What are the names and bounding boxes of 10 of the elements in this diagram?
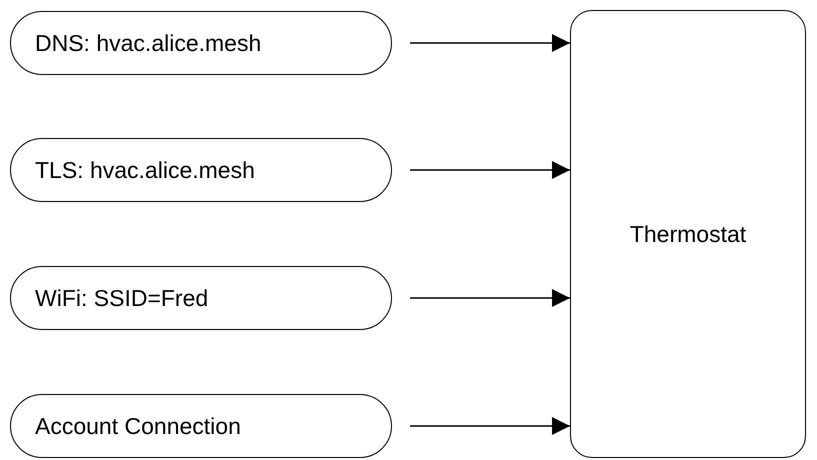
arrow [410, 289, 570, 307]
node-label: Thermostat [630, 220, 746, 248]
arrow [410, 417, 570, 435]
process-box [570, 10, 806, 458]
arrow [410, 34, 570, 52]
node-label: DNS: hvac.alice.mesh [35, 30, 262, 56]
node-label: Account Connection [35, 412, 241, 440]
arrow [410, 161, 570, 179]
node-label: TLS: hvac.alice.mesh [35, 156, 255, 184]
node-label: WiFi: SSID=Fred [35, 284, 208, 312]
